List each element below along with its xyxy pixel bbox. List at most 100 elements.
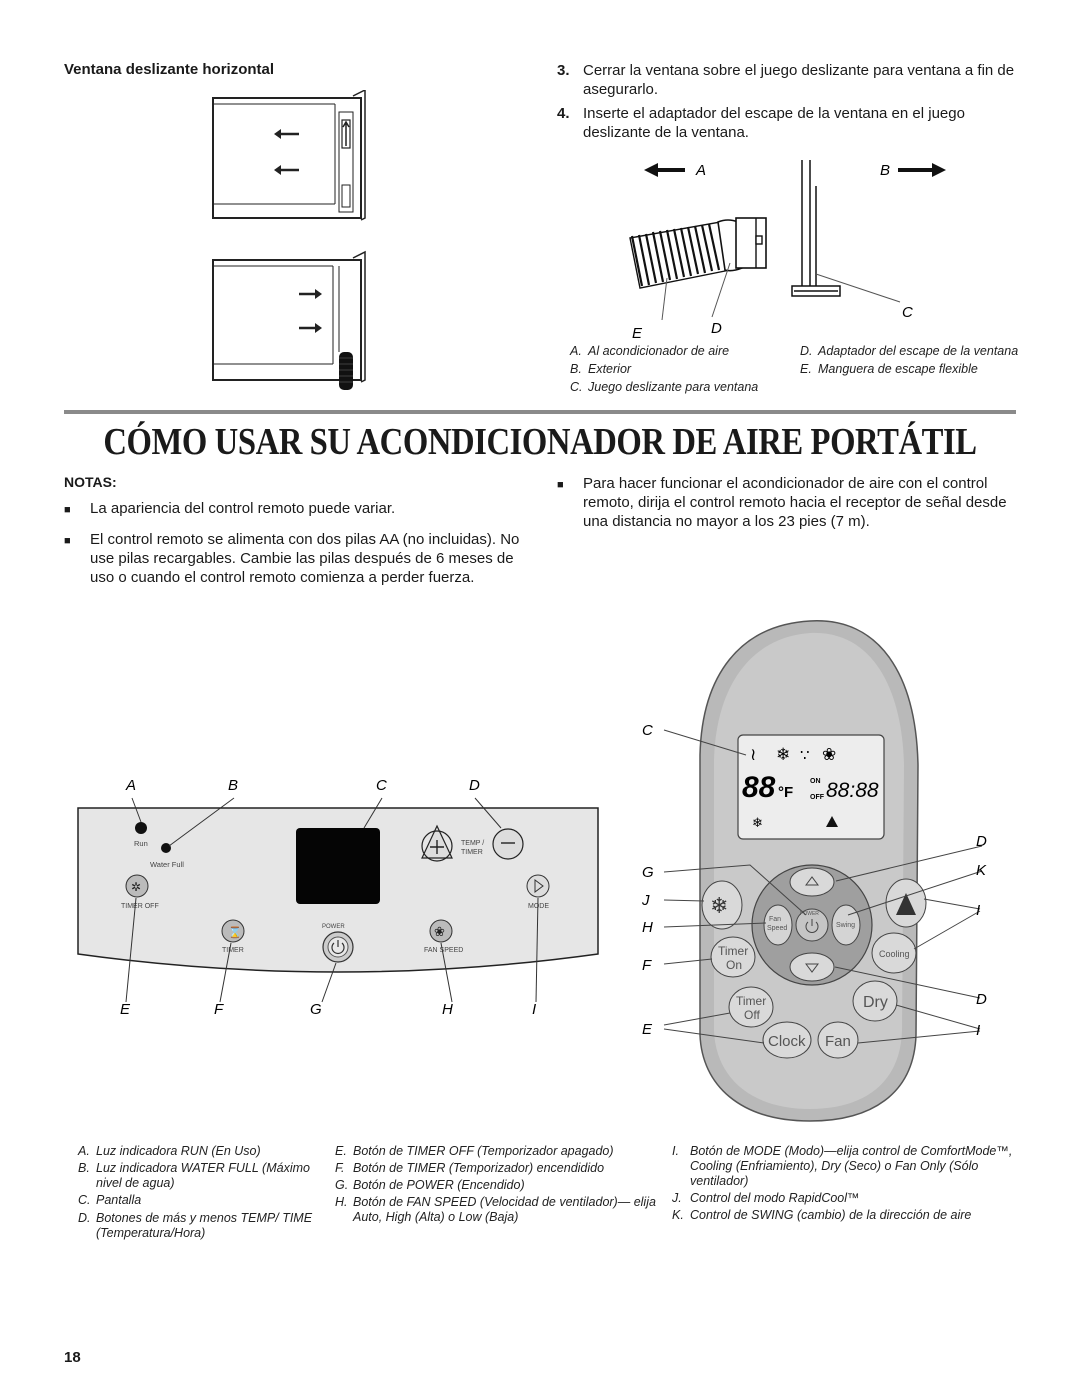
water-full-light (161, 843, 171, 853)
remote-dry-button[interactable]: Dry (852, 980, 898, 1022)
caption-a: A.Al acondicionador de aire (570, 344, 785, 359)
step-text: Cerrar la ventana sobre el juego desliza… (583, 62, 1015, 98)
remote-label-k: K (976, 862, 987, 879)
caption-key: A. (570, 344, 582, 358)
note-item: ■Para hacer funcionar el acondicionador … (557, 474, 1017, 531)
legend-col-1: A. Luz indicadora RUN (En Uso) B. Luz indi… (78, 1144, 328, 1241)
label-c: C (902, 304, 913, 321)
mode-button[interactable] (526, 874, 550, 898)
step-text: Inserte el adaptador del escape de la ve… (583, 105, 965, 141)
legend-col-2: E.Botón de TIMER OFF (Temporizador apaga… (335, 1144, 675, 1225)
mode-text: MODE (528, 903, 549, 910)
snowflake-icon: ❄ (710, 893, 728, 918)
timer-text: TIMER (222, 947, 244, 954)
timer-off-text: TIMER OFF (121, 903, 159, 910)
caption-key: B. (570, 362, 582, 376)
rapid-cool-button[interactable]: ❄ (701, 880, 743, 930)
caption-d: D. Adaptador del escape de la ventana (800, 344, 1020, 359)
legend-text: Botón de MODE (Modo)—elija control de Co… (690, 1144, 1013, 1188)
caption-key: D. (800, 344, 813, 358)
step-number: 4. (557, 105, 570, 122)
cp-label-e: E (120, 1001, 131, 1018)
window-top (212, 90, 366, 221)
fan-icon: ❀ (822, 745, 836, 764)
legend-key: A. (78, 1144, 90, 1158)
remote-timer-on-button[interactable]: Timer On (710, 936, 756, 978)
cp-label-b: B (228, 777, 238, 794)
bullet-square-icon: ■ (557, 479, 564, 491)
caption-c: C.Juego deslizante para ventana (570, 380, 785, 395)
window-slider (791, 160, 841, 297)
remote-label-f: F (642, 957, 652, 974)
hourglass-icon: ⌛ (228, 926, 242, 939)
remote-fan-button[interactable]: Fan (817, 1021, 859, 1059)
legend-item: G.Botón de POWER (Encendido) (335, 1178, 675, 1193)
remote-label-d: D (976, 833, 987, 850)
temp-minus-button[interactable] (492, 828, 524, 860)
cp-label-a: A (125, 777, 136, 794)
legend-text: Botones de más y menos TEMP/ TIME (Tempe… (96, 1211, 313, 1240)
remote-label-c: C (642, 722, 653, 739)
wind-icon: ≀ (750, 745, 756, 764)
legend-text: Luz indicadora RUN (En Uso) (96, 1144, 261, 1158)
legend-item: I.Botón de MODE (Modo)—elija control de … (672, 1144, 1017, 1189)
notes-right: ■Para hacer funcionar el acondicionador … (557, 474, 1017, 531)
fan-label: Fan (825, 1033, 851, 1050)
temp-timer-text-1: TEMP / (461, 840, 484, 847)
remote-clock-button[interactable]: Clock (762, 1021, 812, 1059)
timer-button[interactable]: ⌛ (221, 919, 245, 943)
legend-text: Botón de TIMER (Temporizador) encendidid… (353, 1161, 605, 1175)
power-label: POWER (800, 911, 819, 917)
step-number: 3. (557, 62, 570, 79)
remote-label-i: I (976, 902, 980, 919)
remote-up-button[interactable] (789, 867, 835, 897)
window-bottom (212, 250, 366, 390)
remote-swing-button[interactable]: Swing (831, 904, 861, 946)
display-screen (296, 828, 380, 904)
caption-b: B. Exterior (570, 362, 785, 377)
note-text: La apariencia del control remoto puede v… (90, 500, 396, 517)
window-illustration (212, 90, 366, 390)
temp-plus-button[interactable] (421, 824, 453, 862)
legend-key: B. (78, 1161, 90, 1175)
legend-key: G. (335, 1178, 349, 1192)
legend-text: Botón de FAN SPEED (Velocidad de ventila… (353, 1195, 656, 1224)
legend-item: F.Botón de TIMER (Temporizador) encendid… (335, 1161, 675, 1176)
notes-left: ■La apariencia del control remoto puede … (64, 499, 524, 587)
caption-text: Adaptador del escape de la ventana (818, 344, 1019, 358)
display-on: ON (810, 778, 821, 785)
power-button[interactable] (322, 931, 354, 963)
page-number: 18 (64, 1349, 81, 1366)
label-d: D (711, 320, 722, 337)
section-divider (64, 410, 1016, 414)
caption-text: Exterior (588, 362, 632, 376)
label-a: A (695, 162, 706, 179)
power-icon (805, 921, 819, 933)
legend-text: Luz indicadora WATER FULL (Máximo nivel … (96, 1161, 310, 1190)
remote-down-button[interactable] (789, 952, 835, 982)
legend-key: J. (672, 1191, 682, 1205)
fan-icon: ❀ (434, 924, 445, 939)
remote-fan-speed-button[interactable]: Fan Speed (763, 904, 793, 946)
fan-speed-button[interactable]: ❀ (429, 919, 453, 943)
swing-label: Swing (836, 922, 855, 929)
timer-off-button[interactable]: ✲ (125, 874, 149, 898)
legend-key: E. (335, 1144, 347, 1158)
power-icon (331, 942, 345, 954)
display-temp: 88 (742, 771, 776, 804)
step-3: 3. Cerrar la ventana sobre el juego desli… (557, 61, 1027, 99)
cp-label-d: D (469, 777, 480, 794)
adapter-captions-right: D. Adaptador del escape de la ventana E.M… (800, 344, 1020, 377)
drop-icon: ∵ (800, 747, 810, 764)
adapter-captions-left: A.Al acondicionador de aire B. Exterior C… (570, 344, 785, 395)
remote-mode-button[interactable] (885, 878, 927, 928)
remote-timer-off-button[interactable]: Timer Off (728, 986, 774, 1028)
cp-label-h: H (442, 1001, 453, 1018)
cp-label-g: G (310, 1001, 322, 1018)
remote-label-j: J (641, 892, 650, 909)
remote-power-button[interactable]: POWER (795, 908, 829, 942)
remote-cooling-button[interactable]: Cooling (871, 932, 917, 974)
caption-e: E.Manguera de escape flexible (800, 362, 1020, 377)
note-item: ■La apariencia del control remoto puede … (64, 499, 524, 520)
legend-item: B. Luz indicadora WATER FULL (Máximo nive… (78, 1161, 328, 1191)
